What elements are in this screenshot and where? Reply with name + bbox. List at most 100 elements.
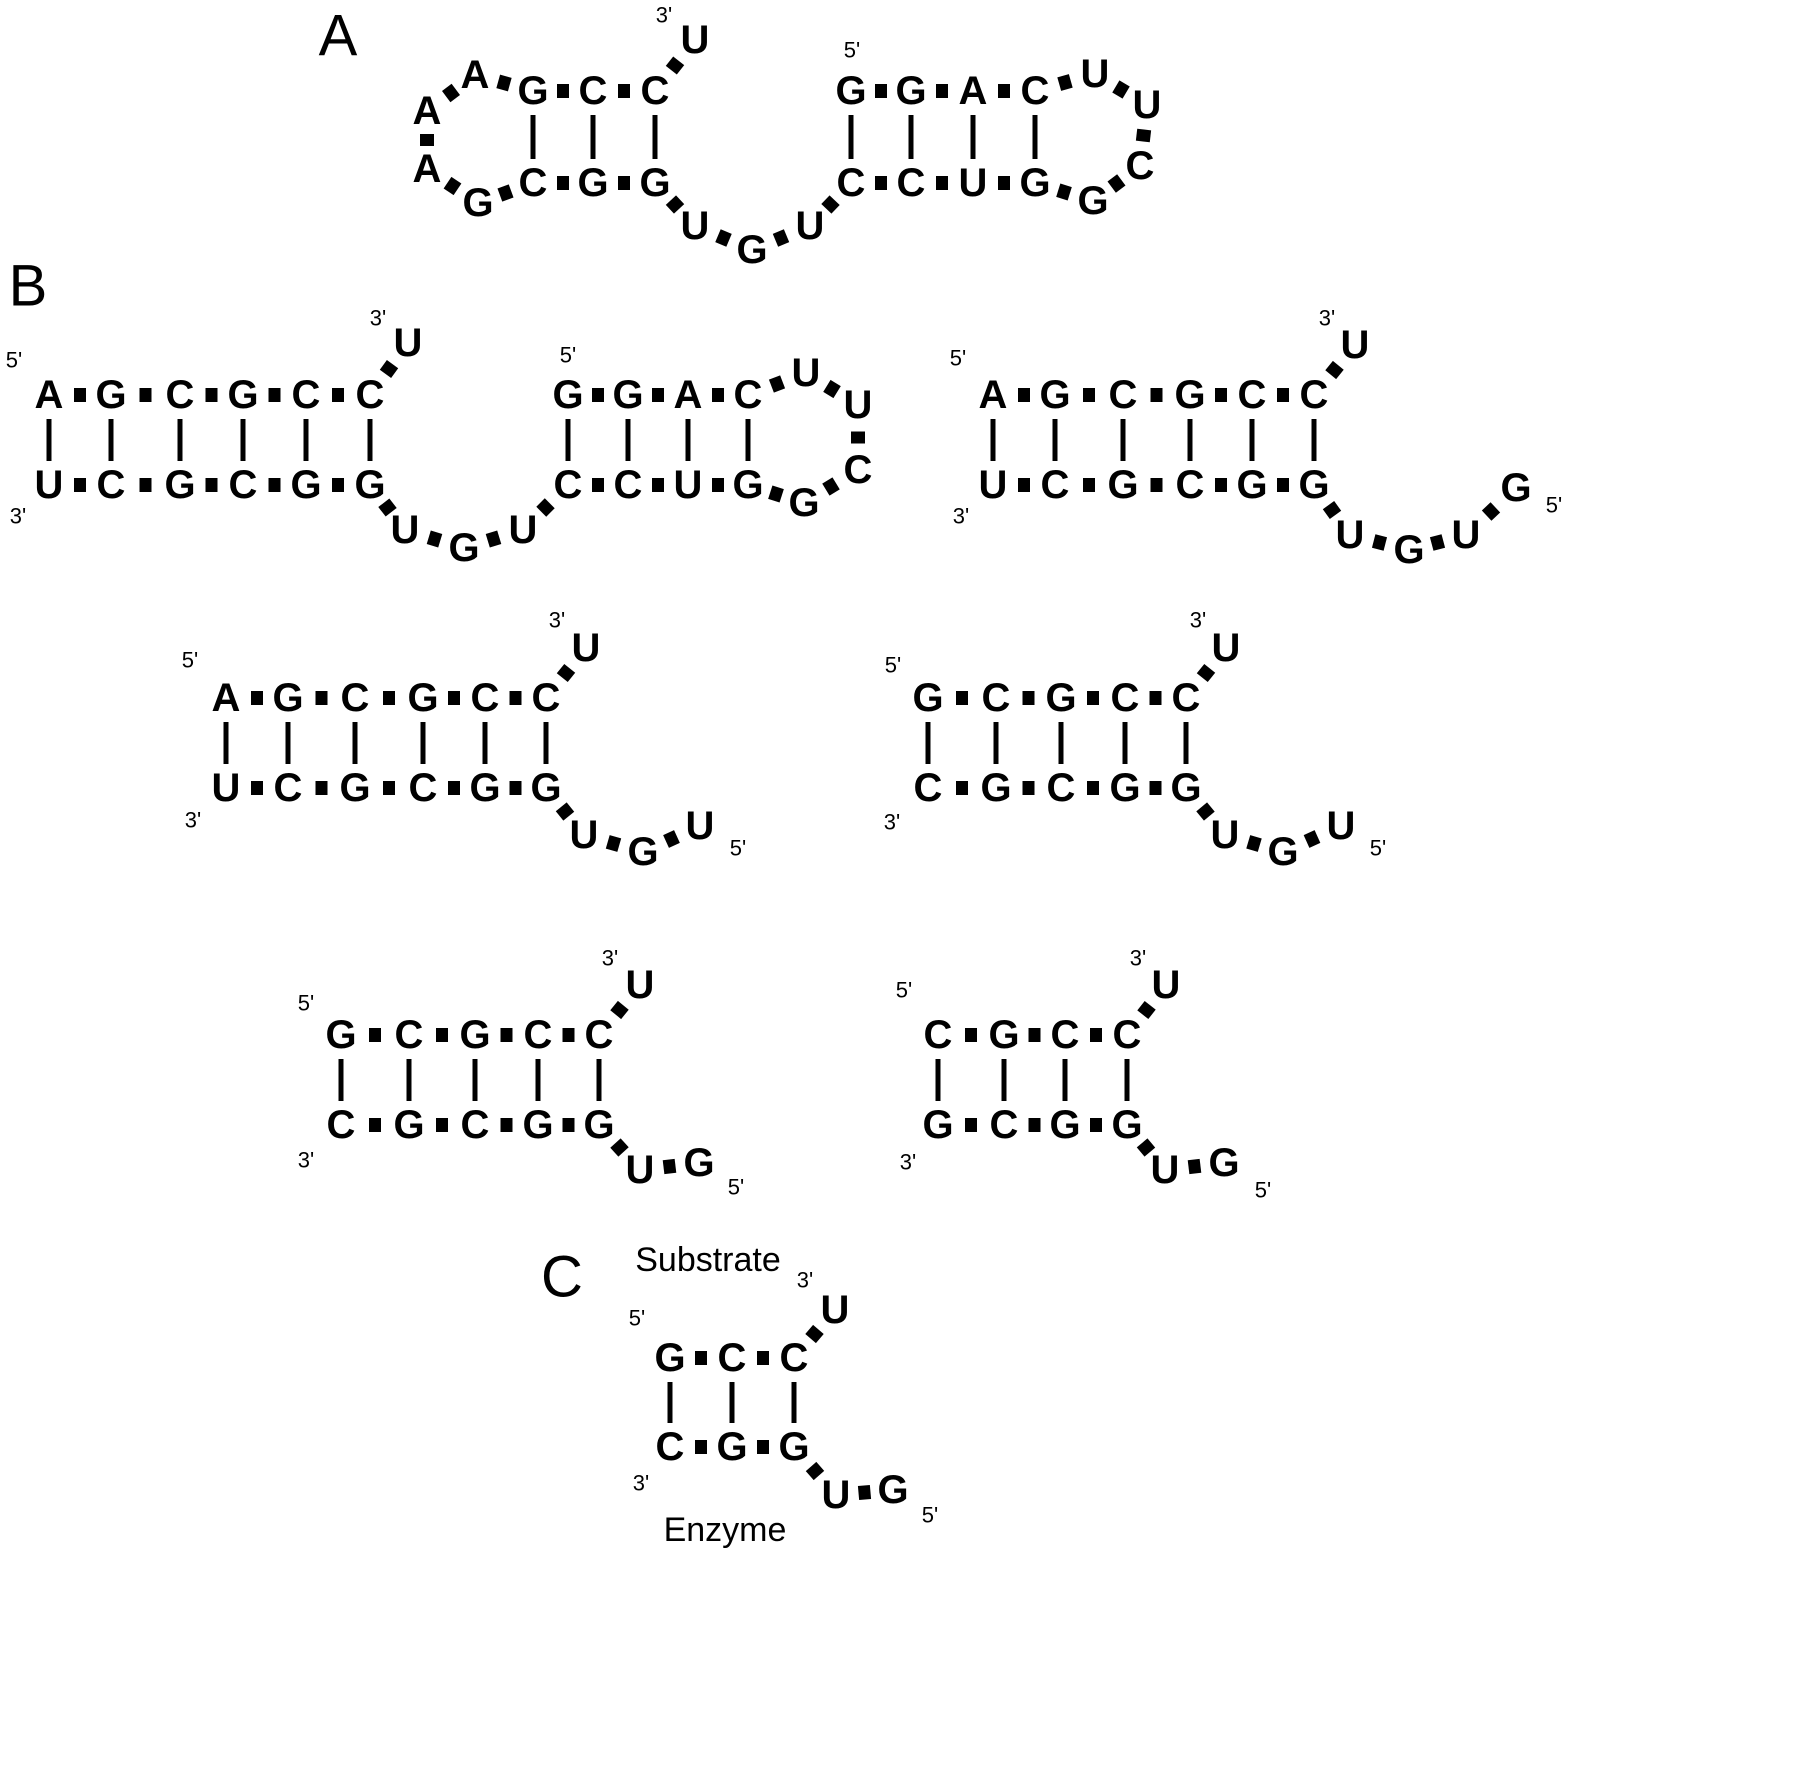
tail-bottom-base: G [736,228,767,272]
tail-top-base: U [681,18,710,62]
bottom-strand-base: C [229,463,258,507]
backbone-marker [536,498,555,517]
top-strand-base: C [734,373,763,417]
bottom-strand-base: C [914,766,943,810]
backbone-marker [562,1118,575,1132]
bottom-strand-base: G [778,1425,809,1469]
top-strand-base: A [979,373,1008,417]
backbone-marker [610,1138,629,1157]
tail-bottom-base: G [683,1141,714,1185]
backbone-marker [509,781,522,795]
backbone-marker [956,691,968,705]
enzyme-caption: Enzyme [664,1511,787,1549]
bottom-strand-base: G [1111,1103,1142,1147]
tail-bottom-base: G [627,830,658,874]
loop-base: C [1126,144,1155,188]
loop-base: U [1133,83,1162,127]
top-strand-base: C [471,676,500,720]
backbone-marker [822,477,840,496]
loop-base: U [792,351,821,395]
strand-end-label: 5' [6,348,22,373]
bottom-left_arc-base: G [462,181,493,225]
backbone-marker [1215,478,1227,492]
strand-end-label: 5' [1255,1178,1271,1203]
backbone-marker [665,195,685,214]
backbone-marker [965,1118,977,1132]
backbone-marker [268,388,281,402]
backbone-marker [618,84,630,98]
backbone-marker [205,478,218,492]
bottom-strand-base: U [979,463,1008,507]
backbone-marker [1028,1118,1041,1132]
backbone-marker [562,1028,575,1042]
backbone-marker [592,478,604,492]
backbone-marker [618,176,630,190]
bottom-left_arc-base: A [413,147,442,191]
bottom-strand-base: G [732,463,763,507]
top-strand-base: C [1238,373,1267,417]
backbone-marker [1028,1028,1041,1042]
strand-end-label: 5' [298,991,314,1016]
top-strand-base: C [292,373,321,417]
loop-base: G [788,481,819,525]
tail-bottom-base: G [877,1468,908,1512]
backbone-marker [715,229,732,247]
top-strand-base: G [227,373,258,417]
bottom-strand-base: G [1170,766,1201,810]
loop-base: C [844,448,873,492]
top-strand-base: G [988,1013,1019,1057]
tail-bottom-base: U [391,508,420,552]
bottom-strand-base: G [1236,463,1267,507]
top-strand-base: C [1113,1013,1142,1057]
loop-base: G [1077,179,1108,223]
tail-top-base: U [1341,323,1370,367]
bottom-strand-base: G [716,1425,747,1469]
backbone-marker [757,1351,769,1365]
backbone-marker [665,56,685,75]
backbone-marker [1135,128,1152,143]
backbone-marker [139,478,152,492]
backbone-marker [383,691,395,705]
strand-end-label: 3' [549,608,565,633]
backbone-marker [823,379,841,399]
bottom-strand-base: C [897,161,926,205]
strand-end-label: 5' [844,38,860,63]
bottom-strand-base: G [1298,463,1329,507]
top-strand-base: C [585,1013,614,1057]
backbone-marker [1112,80,1130,99]
top-strand-base: C [532,676,561,720]
backbone-marker [1137,1000,1156,1020]
bottom-strand-base: C [614,463,643,507]
bottom-strand-base: G [922,1103,953,1147]
strand-end-label: 5' [896,978,912,1003]
backbone-marker [315,781,328,795]
backbone-marker [875,84,887,98]
backbone-marker [1090,1118,1102,1132]
backbone-marker [1187,1158,1202,1175]
backbone-marker [426,530,443,548]
backbone-marker [1325,360,1344,380]
bottom-strand-base: G [290,463,321,507]
backbone-marker [1429,534,1446,551]
backbone-marker [857,1485,872,1500]
top-strand-base: C [780,1336,809,1380]
top-strand-base: C [641,69,670,113]
backbone-marker [1136,1138,1156,1157]
bottom-strand-base: C [327,1103,356,1147]
backbone-marker [315,691,328,705]
backbone-marker [1083,388,1095,402]
top-strand-base: C [1111,676,1140,720]
bottom-strand-base: C [990,1103,1019,1147]
top-strand-base: G [95,373,126,417]
backbone-marker [663,830,680,848]
backbone-marker [1149,691,1162,705]
top-strand-base: C [356,373,385,417]
strand-end-label: 3' [900,1150,916,1175]
backbone-marker [1018,388,1030,402]
backbone-marker [74,388,86,402]
backbone-marker [1303,830,1321,848]
bottom-strand-base: G [1049,1103,1080,1147]
backbone-marker [448,781,460,795]
backbone-marker [1022,691,1035,705]
